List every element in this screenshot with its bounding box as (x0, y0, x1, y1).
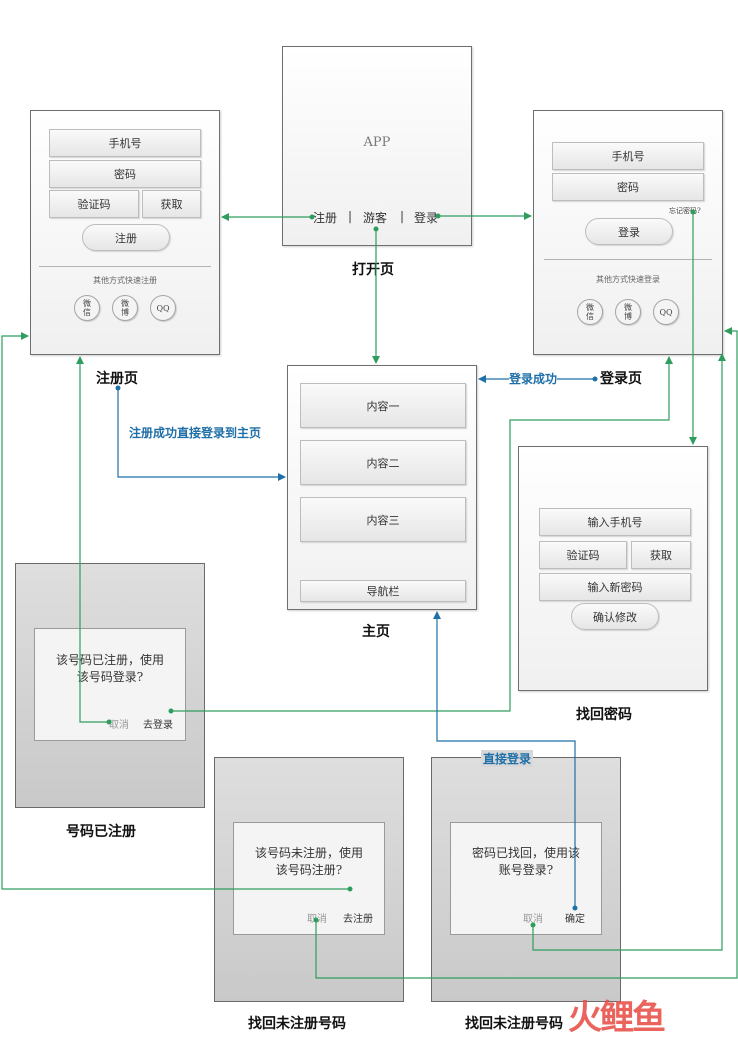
login-qq-label: QQ (659, 307, 673, 317)
recover-confirm-button[interactable]: 确认修改 (571, 603, 659, 630)
recovered-dialog-message-2: 账号登录? (498, 863, 554, 877)
edge-dot-register-success (115, 385, 121, 391)
open-page-frame: APP 注册 | 游客 | 登录 (282, 46, 472, 246)
login-submit-button[interactable]: 登录 (585, 218, 673, 245)
edge-dot-unregistered-cancel (313, 917, 319, 923)
recover-page-caption: 找回密码 (576, 707, 632, 723)
login-page-caption: 登录页 (600, 371, 642, 387)
recovered-dialog-box: 密码已找回，使用该 账号登录? 取消 确定 (450, 822, 602, 935)
edge-dot-open-login (435, 213, 441, 219)
register-weibo-label: 微博 (121, 299, 129, 317)
edge-dot-direct-login (572, 905, 578, 911)
login-phone-field[interactable]: 手机号 (552, 142, 704, 170)
edge-dot-forgot (690, 209, 696, 215)
recovered-confirm-button[interactable]: 确定 (565, 914, 585, 925)
registered-go-login-button[interactable]: 去登录 (143, 720, 173, 731)
login-password-field[interactable]: 密码 (552, 173, 704, 201)
open-login-link[interactable]: 登录 (414, 211, 439, 225)
edge-dot-go-login (168, 708, 174, 714)
home-content-2[interactable]: 内容二 (300, 440, 466, 485)
edge-go-login-to-login (171, 356, 673, 712)
register-other-methods-label: 其他方式快速注册 (93, 276, 157, 285)
home-page-frame: 内容一 内容二 内容三 导航栏 (287, 365, 477, 610)
register-weibo-icon[interactable]: 微博 (112, 295, 138, 321)
edge-dot-registered-cancel (106, 719, 112, 725)
recover-phone-field[interactable]: 输入手机号 (539, 508, 691, 536)
edge-go-register-to-register (1, 332, 350, 890)
edge-dot-login-success (592, 376, 598, 382)
unregistered-dialog-message-1: 该号码未注册，使用 (254, 846, 363, 860)
register-code-field[interactable]: 验证码 (49, 190, 139, 218)
home-page-caption: 主页 (362, 624, 390, 640)
registered-dialog-message-2: 该号码登录? (76, 670, 144, 684)
recovered-dialog-frame: 密码已找回，使用该 账号登录? 取消 确定 (431, 757, 621, 1002)
register-wechat-label: 微信 (83, 299, 91, 317)
register-wechat-icon[interactable]: 微信 (74, 295, 100, 321)
register-page-caption: 注册页 (96, 371, 138, 387)
registered-cancel-button[interactable]: 取消 (109, 720, 129, 731)
recover-get-code-button[interactable]: 获取 (631, 541, 691, 569)
register-qq-label: QQ (156, 303, 170, 313)
home-content-1[interactable]: 内容一 (300, 383, 466, 428)
open-divider-2: | (400, 209, 405, 223)
edge-unregistered-cancel-to-login (315, 327, 738, 979)
login-other-methods-label: 其他方式快速登录 (596, 275, 660, 284)
register-phone-field[interactable]: 手机号 (49, 129, 201, 157)
edge-label-direct-login: 直接登录 (481, 750, 534, 767)
login-page-frame: 手机号 密码 忘记密码? 登录 其他方式快速登录 微信 微博 QQ (533, 110, 723, 355)
edge-register-success-to-home (117, 388, 286, 481)
login-qq-icon[interactable]: QQ (653, 299, 679, 325)
register-page-frame: 手机号 密码 验证码 获取 注册 其他方式快速注册 微信 微博 QQ (30, 110, 220, 355)
recovered-dialog-caption: 找回未注册号码 (465, 1016, 563, 1032)
recover-page-frame: 输入手机号 验证码 获取 输入新密码 确认修改 (518, 446, 708, 691)
app-placeholder-text: APP (363, 135, 391, 150)
edge-dot-go-register (347, 886, 353, 892)
edge-direct-login-to-home (433, 611, 576, 908)
register-get-code-button[interactable]: 获取 (142, 190, 201, 218)
watermark-logo: 火鲤鱼 (568, 990, 666, 1039)
login-weibo-icon[interactable]: 微博 (615, 299, 641, 325)
open-divider-1: | (348, 209, 353, 223)
edge-dot-recovered-cancel (530, 922, 536, 928)
registered-dialog-message-1: 该号码已注册，使用 (55, 653, 164, 667)
register-password-field[interactable]: 密码 (49, 160, 201, 188)
login-forgot-password-link[interactable]: 忘记密码? (669, 207, 701, 215)
edge-registered-cancel-to-register (76, 356, 109, 723)
login-wechat-label: 微信 (586, 303, 594, 321)
open-page-caption: 打开页 (352, 262, 394, 278)
watermark-text: 火鲤鱼 (568, 998, 666, 1038)
recover-code-field[interactable]: 验证码 (539, 541, 627, 569)
unregistered-dialog-message-2: 该号码注册? (275, 863, 343, 877)
open-guest-link[interactable]: 游客 (363, 211, 388, 225)
edge-dot-guest (373, 226, 379, 232)
home-content-3[interactable]: 内容三 (300, 497, 466, 542)
login-wechat-icon[interactable]: 微信 (577, 299, 603, 325)
register-submit-button[interactable]: 注册 (82, 224, 170, 251)
login-separator (544, 259, 712, 260)
edge-dot-open-register (309, 214, 315, 220)
recover-new-password-field[interactable]: 输入新密码 (539, 573, 691, 601)
home-nav-bar[interactable]: 导航栏 (300, 580, 466, 602)
edge-label-register-success: 注册成功直接登录到主页 (129, 426, 262, 440)
edge-label-login-success: 登录成功 (509, 370, 558, 387)
unregistered-dialog-caption: 找回未注册号码 (248, 1016, 346, 1032)
registered-dialog-frame: 该号码已注册，使用 该号码登录? 取消 去登录 (15, 563, 205, 808)
recovered-dialog-message-1: 密码已找回，使用该 (471, 846, 580, 860)
register-separator (39, 266, 211, 267)
register-qq-icon[interactable]: QQ (150, 295, 176, 321)
unregistered-dialog-box: 该号码未注册，使用 该号码注册? 取消 去注册 (233, 822, 385, 935)
unregistered-dialog-frame: 该号码未注册，使用 该号码注册? 取消 去注册 (214, 757, 404, 1002)
open-register-link[interactable]: 注册 (313, 211, 338, 225)
registered-dialog-caption: 号码已注册 (66, 824, 136, 840)
unregistered-go-register-button[interactable]: 去注册 (343, 914, 373, 925)
login-weibo-label: 微博 (624, 303, 632, 321)
edge-recovered-cancel-to-login (532, 353, 726, 951)
recovered-cancel-button[interactable]: 取消 (523, 914, 543, 925)
